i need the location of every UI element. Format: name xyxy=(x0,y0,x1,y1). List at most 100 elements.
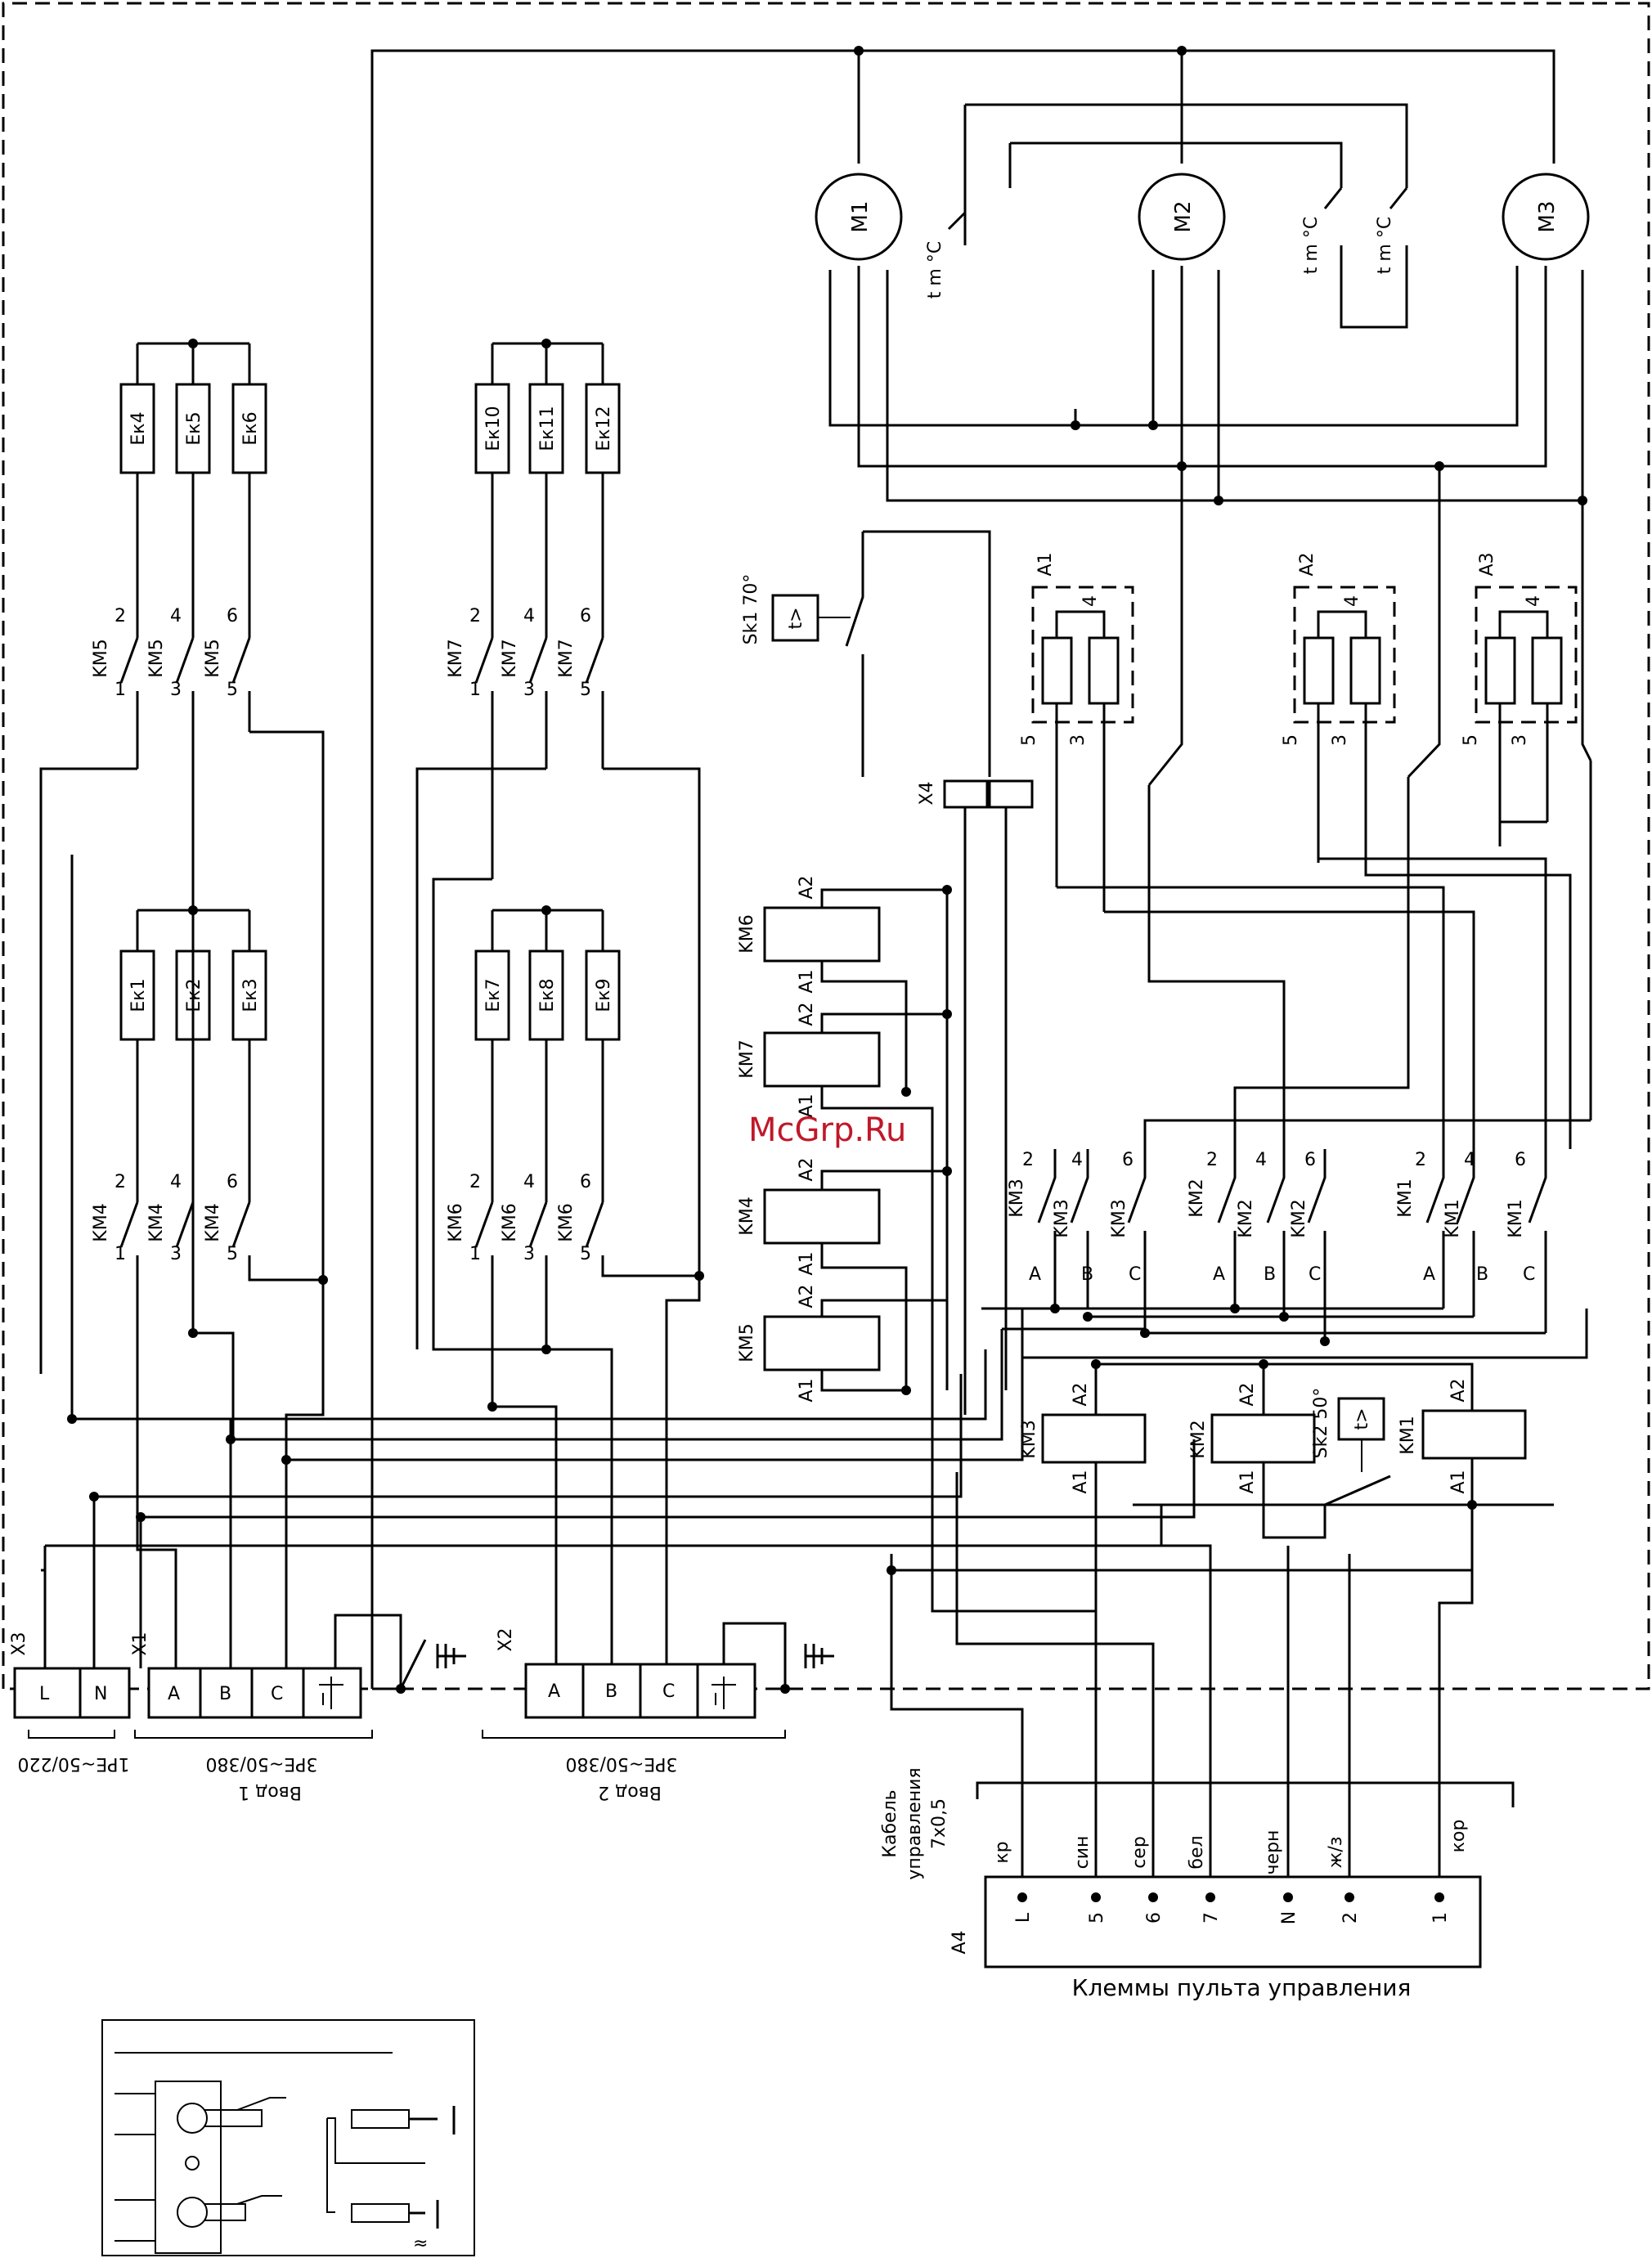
heater-ek12-label: Eк12 xyxy=(594,406,614,451)
block-a3-pin3: 3 xyxy=(1510,734,1530,746)
block-a1-pin4: 4 xyxy=(1080,595,1101,607)
x2-spec: 3PE~50/380 xyxy=(566,1753,678,1774)
pole-km4-4: 4 xyxy=(170,1172,182,1192)
coil-km4: KM4 A2 A1 xyxy=(737,1157,881,1276)
panel-pin-6: 6 xyxy=(1144,1912,1165,1924)
pole-km6-3: 3 xyxy=(523,1244,535,1264)
pole-km4-3: 3 xyxy=(170,1244,182,1264)
km4-label-3: KM4 xyxy=(203,1203,223,1241)
sk2-sign: t> xyxy=(1352,1407,1372,1430)
heater-ek9-label: Eк9 xyxy=(594,978,614,1012)
motor-contactor-bus xyxy=(981,1304,1588,1359)
cable-color-zhz: ж/з xyxy=(1326,1837,1346,1869)
coil-km7: KM7 A2 A1 xyxy=(737,1002,881,1118)
terminal-x3: X3 L N 1PE~50/220 xyxy=(9,1546,131,1774)
km4-label: KM4 xyxy=(91,1203,111,1241)
coil-km1-a2: A2 xyxy=(1448,1378,1469,1402)
cable-color-kor: кор xyxy=(1448,1820,1469,1853)
motor-m1: M1 xyxy=(815,173,903,261)
km6-label-2: KM6 xyxy=(500,1203,520,1241)
contacts-km7: KM7 KM7 KM7 xyxy=(446,637,604,879)
block-a2-pin5: 5 xyxy=(1281,734,1301,746)
pole-km5-6: 6 xyxy=(227,606,238,626)
heater-ek5-label: Eк5 xyxy=(184,411,204,445)
block-wiring xyxy=(1057,409,1592,1149)
heater-ek3-label: Eк3 xyxy=(240,978,261,1012)
pole-km3-6: 6 xyxy=(1122,1150,1134,1170)
x2-label: X2 xyxy=(496,1627,516,1651)
x1-pin-b: B xyxy=(219,1684,231,1704)
km1-phase-c: C xyxy=(1523,1264,1535,1285)
coil-km6-label: KM6 xyxy=(737,914,757,953)
coil-km4-label: KM4 xyxy=(737,1196,757,1235)
pole-km5-5: 5 xyxy=(227,680,238,700)
coil-km7-a1: A1 xyxy=(797,1093,817,1117)
sk1-label: Sk1 70° xyxy=(741,574,761,645)
coil-km6: KM6 A2 A1 xyxy=(737,875,881,994)
coil-km3-label: KM3 xyxy=(1019,1420,1039,1458)
coil-km1: KM1 A2 A1 xyxy=(1398,1378,1527,1494)
watermark: McGrp.Ru xyxy=(748,1111,906,1149)
km2-phase-c: C xyxy=(1309,1264,1321,1285)
cable-color-sin: син xyxy=(1072,1836,1093,1870)
heater-group-ek7-9: Eк7 Eк8 Eк9 xyxy=(474,905,621,1202)
km5-label-2: KM5 xyxy=(146,639,167,677)
pole-km5-4: 4 xyxy=(170,606,182,626)
thermo-sign-m3: t m °C xyxy=(1375,217,1395,274)
motor-m2: M2 xyxy=(1138,173,1226,261)
phase-letters: A B C A B C A B C xyxy=(1029,1264,1535,1285)
cable-color-ser: сер xyxy=(1129,1836,1150,1869)
pole-km7-3: 3 xyxy=(523,680,535,700)
km3-phase-b: B xyxy=(1081,1264,1093,1285)
block-a2-label: A2 xyxy=(1297,552,1318,576)
coil-wiring xyxy=(820,885,952,1395)
x1-pin-c: C xyxy=(271,1684,283,1704)
coil-km3-a1: A1 xyxy=(1071,1470,1091,1493)
km2-label: KM2 xyxy=(1187,1178,1207,1217)
block-a3-pin4: 4 xyxy=(1524,595,1544,607)
block-a1-label: A1 xyxy=(1035,552,1056,576)
block-a2: A2 5 3 4 xyxy=(1281,552,1396,863)
block-a2-pin3: 3 xyxy=(1330,734,1350,746)
pole-km7-4: 4 xyxy=(523,606,535,626)
x2-name: Ввод 2 xyxy=(598,1782,662,1802)
km1-phase-b: B xyxy=(1476,1264,1488,1285)
motor-m3: M3 xyxy=(1502,173,1590,261)
pole-km6-6: 6 xyxy=(580,1172,591,1192)
panel-pin-1: 1 xyxy=(1430,1912,1451,1924)
pole-km6-1: 1 xyxy=(469,1244,481,1264)
km1-label: KM1 xyxy=(1395,1178,1416,1217)
km7-label-3: KM7 xyxy=(556,639,577,677)
cable-color-bel: бел xyxy=(1187,1835,1207,1869)
km1-label-2: KM1 xyxy=(1443,1199,1463,1237)
coil-control-wiring xyxy=(887,1359,1554,1668)
motor-m3-label: M3 xyxy=(1535,201,1560,233)
contacts-km5: KM5 KM5 KM5 xyxy=(91,637,251,769)
pole-km5-1: 1 xyxy=(114,680,126,700)
heater-ek4-label: Eк4 xyxy=(128,411,149,445)
km1-phase-a: A xyxy=(1423,1264,1435,1285)
thermal-switches: t m °C t m °C t m °C xyxy=(925,187,1408,299)
coil-km1-label: KM1 xyxy=(1398,1416,1418,1454)
thermo-sign-m2: t m °C xyxy=(1301,217,1322,274)
pole-km2-6: 6 xyxy=(1304,1150,1316,1170)
control-bus xyxy=(45,1309,1196,1668)
pole-km5-3: 3 xyxy=(170,680,182,700)
panel-caption: Клеммы пульта управления xyxy=(1072,1974,1412,2001)
cable-title-1: Кабель xyxy=(880,1789,900,1857)
contacts-km4: KM4 KM4 KM4 xyxy=(91,1201,328,1333)
coil-km5-a1: A1 xyxy=(797,1378,817,1402)
pole-km5-2: 2 xyxy=(114,606,126,626)
km3-label-3: KM3 xyxy=(1109,1199,1129,1237)
block-a3: A3 5 3 4 xyxy=(1461,552,1578,846)
km3-phase-c: C xyxy=(1129,1264,1141,1285)
control-panel-terminals: A4 L 5 6 7 N 2 1 Клеммы пульта управлени… xyxy=(949,1875,1482,2001)
pole-km7-1: 1 xyxy=(469,680,481,700)
cable-color-kr: кр xyxy=(992,1841,1012,1863)
km2-label-3: KM2 xyxy=(1289,1199,1309,1237)
thermo-sign-m1: t m °C xyxy=(925,241,945,299)
km2-label-2: KM2 xyxy=(1236,1199,1256,1237)
pole-km4-6: 6 xyxy=(227,1172,238,1192)
x1-name: Ввод 1 xyxy=(238,1782,302,1802)
pole-km2-4: 4 xyxy=(1255,1150,1267,1170)
